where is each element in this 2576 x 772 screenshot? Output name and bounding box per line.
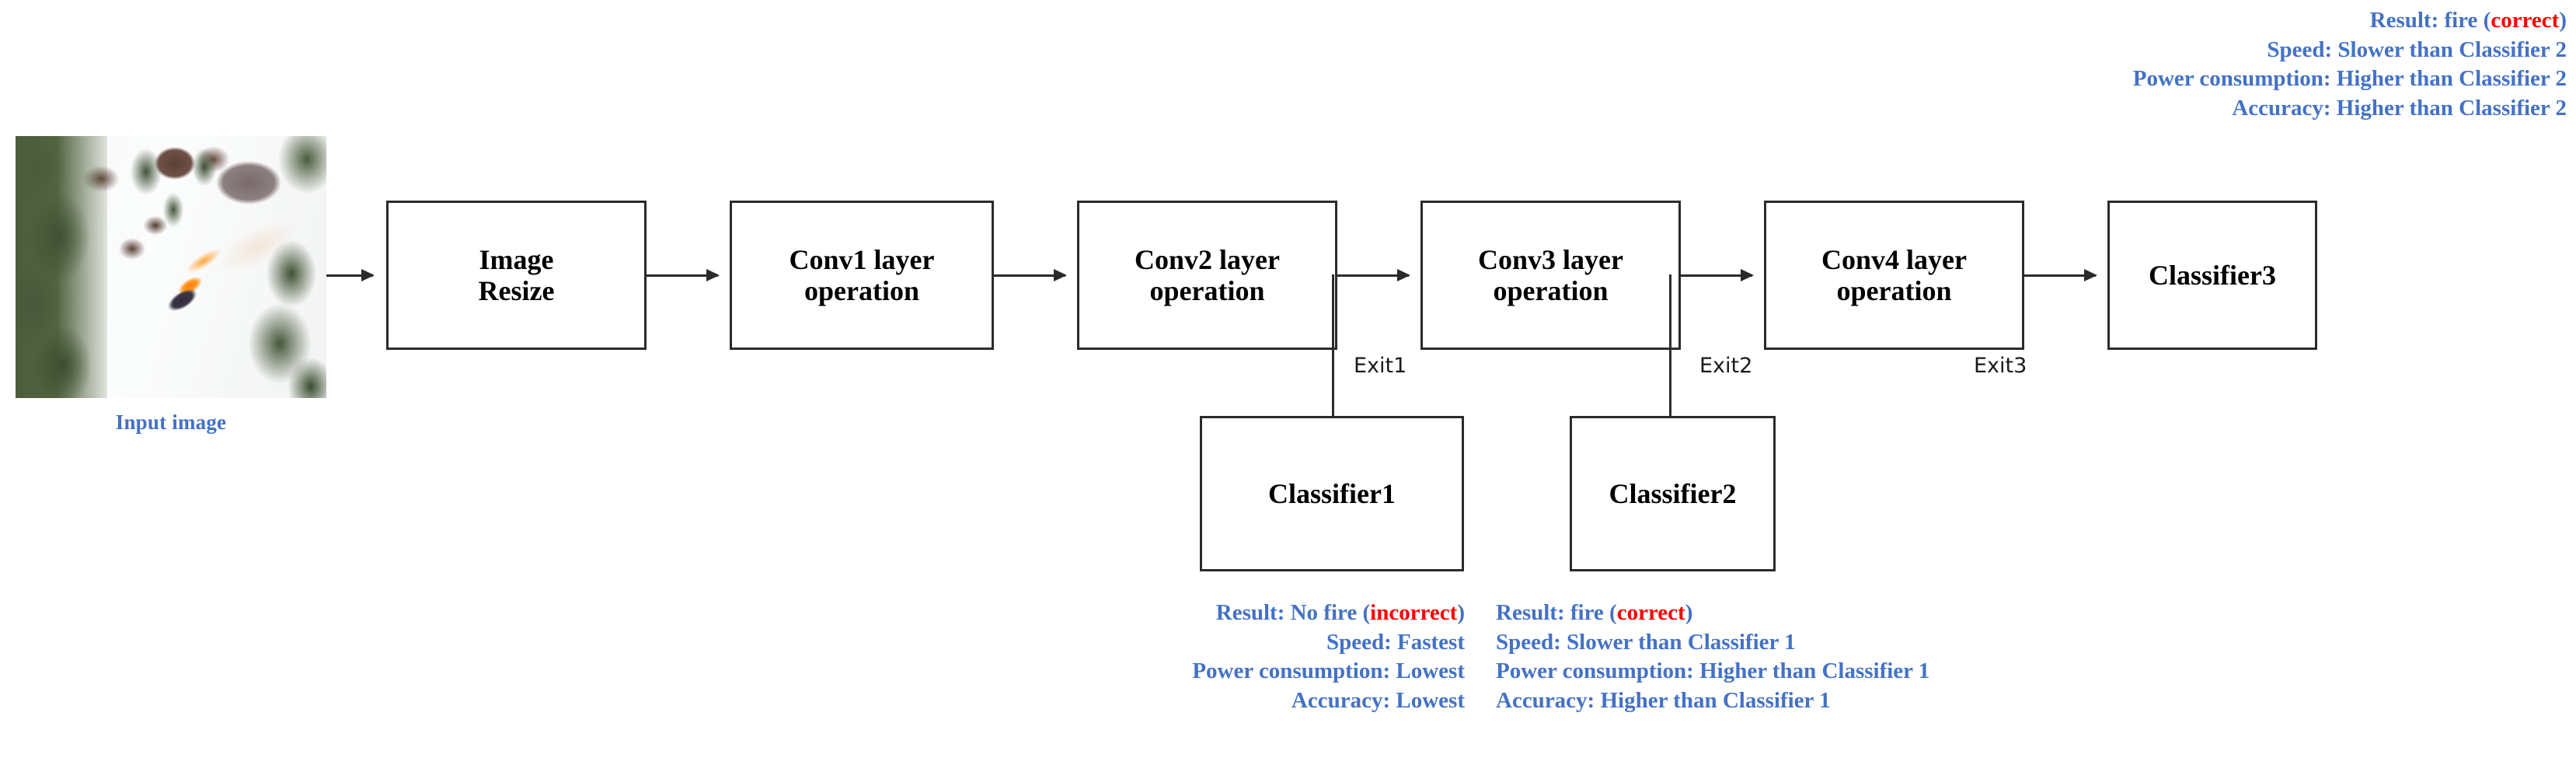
pipeline-box-image-resize: Image Resize	[386, 201, 647, 350]
branch-box-classifier1-label: Classifier1	[1268, 477, 1396, 509]
annotation-classifier2: Result: fire (correct) Speed: Slower tha…	[1496, 599, 1929, 716]
annotation-classifier2-result: Result: fire (correct)	[1496, 599, 1929, 628]
line-2: operation	[803, 275, 919, 306]
line-2: operation	[1836, 275, 1952, 306]
arrow-conv1-to-conv2	[994, 269, 1067, 281]
line-2: operation	[1493, 275, 1609, 306]
annotation-classifier3-accuracy: Accuracy: Higher than Classifier 2	[2232, 96, 2567, 121]
pipeline-box-conv1-label: Conv1 layer operation	[790, 244, 935, 307]
arrow-conv4-to-classifier3	[2024, 269, 2097, 281]
annotation-classifier2-power: Power consumption: Higher than Classifie…	[1496, 658, 1930, 684]
arrow-conv3-to-conv4	[1681, 269, 1754, 281]
result-prefix: Result: No fire (	[1215, 600, 1371, 625]
result-prefix: Result: fire (	[2369, 8, 2491, 33]
result-suffix: )	[2559, 8, 2567, 33]
pipeline-box-conv1: Conv1 layer operation	[730, 201, 994, 350]
input-image-caption: Input image	[115, 410, 227, 434]
line-2: Resize	[478, 275, 555, 306]
annotation-classifier2-speed: Speed: Slower than Classifier 1	[1496, 629, 1796, 655]
annotation-classifier1-accuracy: Accuracy: Lowest	[1291, 688, 1465, 714]
input-image-thumbnail	[16, 136, 326, 398]
branch-box-classifier2: Classifier2	[1570, 416, 1776, 571]
exit2-label: Exit2	[1699, 354, 1753, 378]
result-verdict: correct	[1616, 600, 1685, 625]
annotation-classifier1-speed: Speed: Fastest	[1326, 629, 1465, 655]
annotation-classifier1-power: Power consumption: Lowest	[1192, 658, 1465, 684]
exit1-label: Exit1	[1354, 354, 1407, 378]
result-prefix: Result: fire (	[1496, 600, 1617, 625]
pipeline-box-conv2: Conv2 layer operation	[1077, 201, 1337, 350]
pipeline-box-image-resize-label: Image Resize	[479, 244, 555, 307]
pipeline-box-conv3: Conv3 layer operation	[1420, 201, 1681, 350]
line-1: Image	[479, 243, 554, 275]
annotation-classifier3: Result: fire (correct) Speed: Slower tha…	[2133, 6, 2567, 124]
arrow-conv2-to-conv3	[1337, 269, 1410, 281]
line-1: Conv3 layer	[1478, 243, 1623, 275]
annotation-classifier3-power: Power consumption: Higher than Classifie…	[2132, 66, 2567, 92]
exit3-label: Exit3	[1974, 354, 2027, 378]
result-verdict: correct	[2491, 8, 2560, 33]
line-1: Conv2 layer	[1135, 243, 1280, 275]
line-1: Conv1 layer	[789, 243, 935, 275]
tree-cluster-left	[16, 136, 107, 398]
pipeline-box-conv3-label: Conv3 layer operation	[1478, 244, 1623, 307]
result-suffix: )	[1685, 600, 1693, 625]
arrow-input-to-resize	[326, 269, 375, 281]
pipeline-box-conv4-label: Conv4 layer operation	[1821, 244, 1967, 307]
pipeline-box-conv2-label: Conv2 layer operation	[1135, 244, 1280, 307]
pipeline-box-conv4: Conv4 layer operation	[1764, 201, 2024, 350]
result-verdict: incorrect	[1370, 600, 1458, 625]
pipeline-box-classifier3: Classifier3	[2107, 201, 2317, 350]
annotation-classifier1-result: Result: No fire (incorrect)	[831, 599, 1465, 628]
pipeline-box-classifier3-label: Classifier3	[2149, 259, 2276, 291]
branch-box-classifier2-label: Classifier2	[1609, 477, 1737, 509]
annotation-classifier2-accuracy: Accuracy: Higher than Classifier 1	[1496, 688, 1831, 714]
annotation-classifier3-result: Result: fire (correct)	[2133, 6, 2567, 36]
branch-box-classifier1: Classifier1	[1200, 416, 1464, 571]
line-1: Conv4 layer	[1821, 243, 1967, 275]
result-suffix: )	[1457, 600, 1465, 625]
arrow-resize-to-conv1	[647, 269, 720, 281]
annotation-classifier1: Result: No fire (incorrect) Speed: Faste…	[831, 599, 1465, 716]
line-2: operation	[1149, 275, 1265, 306]
annotation-classifier3-speed: Speed: Slower than Classifier 2	[2267, 37, 2567, 62]
